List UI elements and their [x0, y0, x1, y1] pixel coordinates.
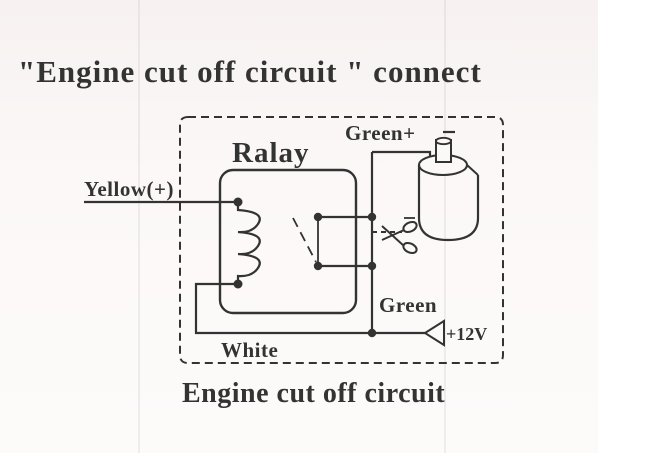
junction-dot [367, 212, 377, 222]
yellow-wire-label: Yellow(+) [84, 177, 174, 201]
white-wire [194, 282, 372, 335]
paper-crease [138, 0, 140, 453]
green-plus-wire-label: Green+ [345, 121, 416, 145]
motor-icon [404, 136, 480, 242]
relay-label: Ralay [232, 137, 310, 169]
paper-edge [598, 0, 657, 453]
diagram-caption: Engine cut off circuit [182, 378, 445, 409]
page-title: "Engine cut off circuit " connect [18, 54, 482, 89]
relay-box [218, 168, 358, 315]
power-terminal-icon [423, 319, 445, 347]
junction-dot [367, 261, 377, 271]
relay-coil [233, 197, 261, 289]
white-wire-label: White [221, 338, 278, 362]
enclosure-boundary [179, 116, 504, 364]
relay-switch [292, 212, 372, 271]
paper-crease [444, 0, 446, 453]
power-label: +12V [446, 324, 487, 344]
scissors-icon [381, 220, 418, 255]
green-wire-label: Green [379, 293, 437, 317]
